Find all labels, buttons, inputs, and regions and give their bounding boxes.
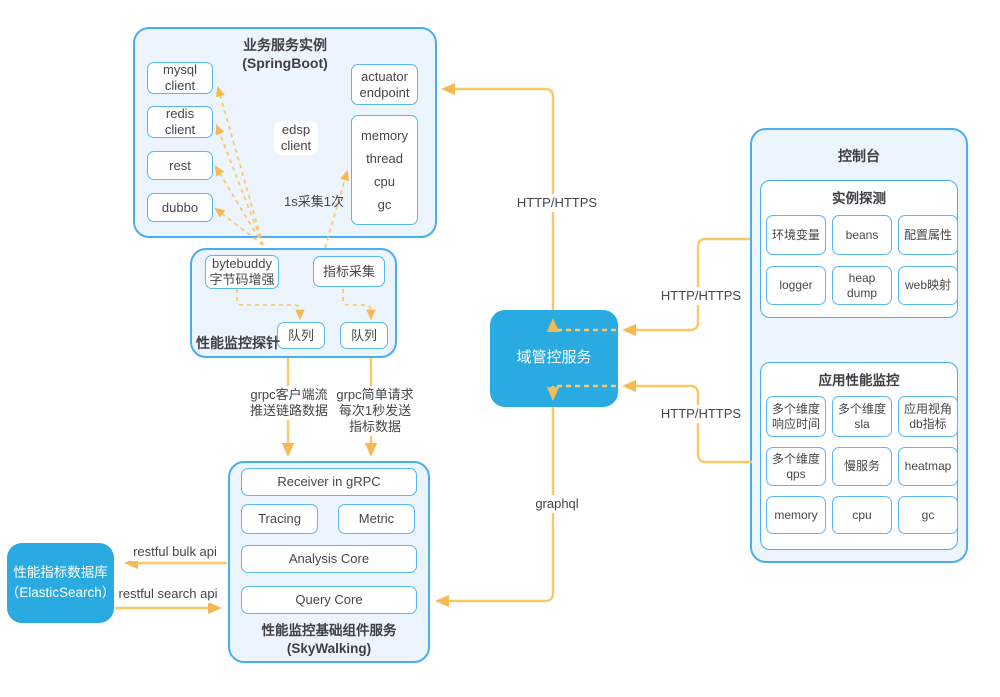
apm-cpu-box: cpu [832, 496, 892, 534]
tracing-box: Tracing [241, 504, 318, 534]
arrow-domain-internal-up [546, 318, 616, 333]
web-mapping-box: web映射 [898, 266, 958, 305]
query-core-box: Query Core [241, 586, 417, 614]
edsp-client-box: edsp client [274, 121, 318, 155]
apm-gc-box: gc [898, 496, 958, 534]
apm-title: 应用性能监控 [818, 373, 900, 388]
label-search-api: restful search api [115, 585, 221, 603]
logger-box: logger [766, 266, 826, 305]
arrow-domain-to-skywalking-graphql [435, 407, 555, 608]
redis-client-box: redis client [147, 106, 213, 138]
bytebuddy-box: bytebuddy 字节码增强 [205, 255, 279, 289]
dubbo-box: dubbo [147, 193, 213, 222]
arrow-collect-to-metrics [324, 169, 350, 249]
analysis-core-box: Analysis Core [241, 545, 417, 573]
arrow-console-top-to-domain [622, 237, 750, 337]
env-vars-box: 环境变量 [766, 215, 826, 255]
apm-sla-box: 多个维度 sla [832, 396, 892, 437]
metric-thread: thread [366, 150, 403, 166]
apm-heatmap-box: heatmap [898, 447, 958, 486]
metric-box: Metric [338, 504, 415, 534]
arrow-console-bottom-to-domain [622, 379, 752, 464]
instance-probe-title: 实例探测 [832, 191, 886, 206]
arrow-collect-to-queue [342, 289, 376, 321]
label-http-mid: HTTP/HTTPS [657, 287, 745, 305]
arrow-probe-to-redis [215, 123, 264, 246]
label-bulk-api: restful bulk api [130, 543, 220, 561]
config-props-box: 配置属性 [898, 215, 958, 255]
skywalking-panel-title: 性能监控基础组件服务 (SkyWalking) [261, 623, 397, 656]
label-http-bottom: HTTP/HTTPS [657, 405, 745, 423]
arrow-domain-to-springboot [441, 82, 555, 310]
receiver-grpc-box: Receiver in gRPC [241, 468, 417, 496]
springboot-panel-title: 业务服务实例 (SpringBoot) [242, 37, 328, 72]
heap-dump-box: heap dump [832, 266, 892, 305]
beans-box: beans [832, 215, 892, 255]
arrow-probe-to-rest [214, 165, 264, 246]
elasticsearch-box: 性能指标数据库 （ElasticSearch） [6, 543, 115, 623]
apm-slow-service-box: 慢服务 [832, 447, 892, 486]
rest-box: rest [147, 151, 213, 180]
actuator-endpoint-box: actuator endpoint [351, 64, 418, 105]
metric-collect-box: 指标采集 [313, 256, 385, 287]
label-grpc-simple: grpc简单请求 每次1秒发送 指标数据 [333, 386, 417, 436]
metric-gc: gc [377, 196, 392, 212]
label-http-top: HTTP/HTTPS [513, 194, 601, 212]
queue-right-box: 队列 [340, 322, 388, 349]
label-grpc-stream: grpc客户端流 推送链路数据 [246, 386, 332, 420]
mysql-client-box: mysql client [147, 62, 213, 94]
arrow-domain-internal-down [546, 384, 616, 401]
apm-db-metrics-box: 应用视角 db指标 [898, 396, 958, 437]
label-graphql: graphql [532, 495, 582, 513]
console-title: 控制台 [838, 148, 880, 164]
apm-qps-box: 多个维度 qps [766, 447, 826, 486]
metric-cpu: cpu [374, 173, 395, 189]
arrow-probe-to-mysql [215, 85, 264, 246]
jvm-metrics-box: memory thread cpu gc [351, 115, 418, 225]
apm-memory-box: memory [766, 496, 826, 534]
metric-memory: memory [361, 127, 408, 143]
arrow-probe-to-dubbo [214, 207, 264, 246]
queue-left-box: 队列 [277, 322, 325, 349]
arrow-bytebuddy-to-queue [236, 289, 305, 321]
apm-response-time-box: 多个维度 响应时间 [766, 396, 826, 437]
sample-rate-note: 1s采集1次 [284, 194, 344, 210]
probe-panel-title: 性能监控探针 [196, 335, 280, 351]
